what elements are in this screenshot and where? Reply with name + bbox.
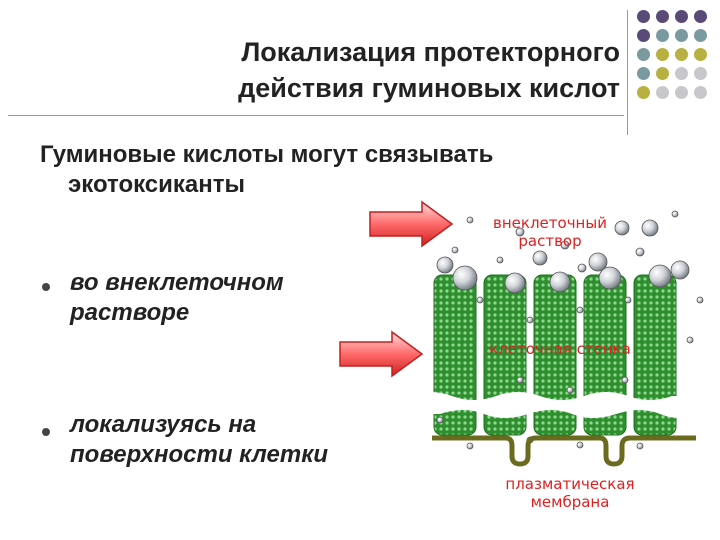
decorative-dot	[637, 48, 650, 61]
sphere-particle	[466, 216, 474, 224]
decorative-dot	[675, 48, 688, 61]
sphere-particle	[496, 256, 504, 264]
page-title: Локализация протекторного действия гумин…	[120, 34, 620, 106]
label-solution-line-1: внеклеточный	[493, 214, 607, 232]
right-arrow-icon	[339, 330, 424, 378]
decorative-dot	[637, 29, 650, 42]
decorative-dot	[694, 86, 707, 99]
sphere-particle	[671, 210, 679, 218]
sphere-particle	[696, 296, 704, 304]
bullet-dot-2	[42, 428, 50, 436]
sphere-particle	[624, 296, 632, 304]
sphere-particle	[549, 271, 571, 293]
subheading-line-1: Гуминовые кислоты могут связывать	[40, 141, 494, 168]
sphere-particle	[576, 441, 584, 449]
decorative-dot	[675, 29, 688, 42]
sphere-particle	[452, 265, 478, 291]
label-solution-line-2: раствор	[518, 232, 582, 250]
decorative-dot	[656, 67, 669, 80]
title-line-2: действия гуминовых кислот	[238, 73, 620, 103]
bullet-1-line-2: растворе	[70, 299, 190, 326]
decorative-dot	[637, 10, 650, 23]
sphere-particle	[451, 246, 459, 254]
subheading-line-2: экотоксиканты	[68, 171, 246, 198]
sphere-particle	[532, 250, 548, 266]
decorative-dot	[656, 86, 669, 99]
decorative-dot	[675, 86, 688, 99]
label-plasma-membrane: плазматическая мембрана	[480, 475, 660, 511]
vertical-divider	[627, 10, 628, 135]
sphere-particle	[476, 296, 484, 304]
horizontal-divider	[8, 115, 624, 116]
sphere-particle	[670, 260, 690, 280]
decorative-dot	[637, 86, 650, 99]
decorative-dot	[694, 10, 707, 23]
sphere-particle	[515, 227, 525, 237]
bullet-2-line-1: локализуясь на	[70, 411, 257, 438]
sphere-particle	[636, 442, 644, 450]
bullet-1-line-1: во внеклеточном	[70, 269, 284, 296]
subheading: Гуминовые кислоты могут связывать экоток…	[40, 140, 620, 200]
sphere-particle	[466, 442, 474, 450]
sphere-particle	[504, 272, 526, 294]
decorative-dot	[675, 67, 688, 80]
sphere-particle	[516, 376, 524, 384]
decorative-dot	[656, 29, 669, 42]
title-line-1: Локализация протекторного	[241, 37, 620, 67]
plasma-membrane-line	[432, 435, 696, 467]
sphere-particle	[641, 219, 659, 237]
label-extracellular-solution: внеклеточный раствор	[480, 214, 620, 250]
sphere-particle	[614, 220, 630, 236]
decorative-dot	[694, 29, 707, 42]
sphere-particle	[635, 247, 645, 257]
right-arrow-icon	[369, 200, 454, 248]
sphere-particle	[648, 264, 672, 288]
decorative-dot	[694, 67, 707, 80]
bullet-2-line-2: поверхности клетки	[70, 441, 329, 468]
sphere-particle	[576, 306, 584, 314]
sphere-particle	[436, 416, 444, 424]
label-membrane-line-1: плазматическая	[505, 475, 635, 493]
sphere-particle	[577, 263, 587, 273]
decorative-dot	[656, 10, 669, 23]
bullet-text-2: локализуясь на поверхности клетки	[70, 410, 328, 470]
sphere-particle	[598, 266, 622, 290]
decorative-dot	[675, 10, 688, 23]
sphere-particle	[686, 336, 694, 344]
cell-wall-band	[408, 392, 700, 418]
sphere-particle	[566, 386, 574, 394]
sphere-particle	[560, 240, 570, 250]
label-membrane-line-2: мембрана	[530, 493, 610, 511]
decorative-dot-grid	[637, 10, 717, 110]
bullet-text-1: во внеклеточном растворе	[70, 268, 284, 328]
sphere-particle	[588, 252, 608, 272]
decorative-dot	[637, 67, 650, 80]
sphere-particle	[621, 376, 629, 384]
sphere-particle	[436, 256, 454, 274]
decorative-dot	[656, 48, 669, 61]
label-cell-wall: клеточная стенка	[489, 340, 631, 358]
sphere-particle	[526, 316, 534, 324]
bullet-dot-1	[42, 283, 50, 291]
decorative-dot	[694, 48, 707, 61]
